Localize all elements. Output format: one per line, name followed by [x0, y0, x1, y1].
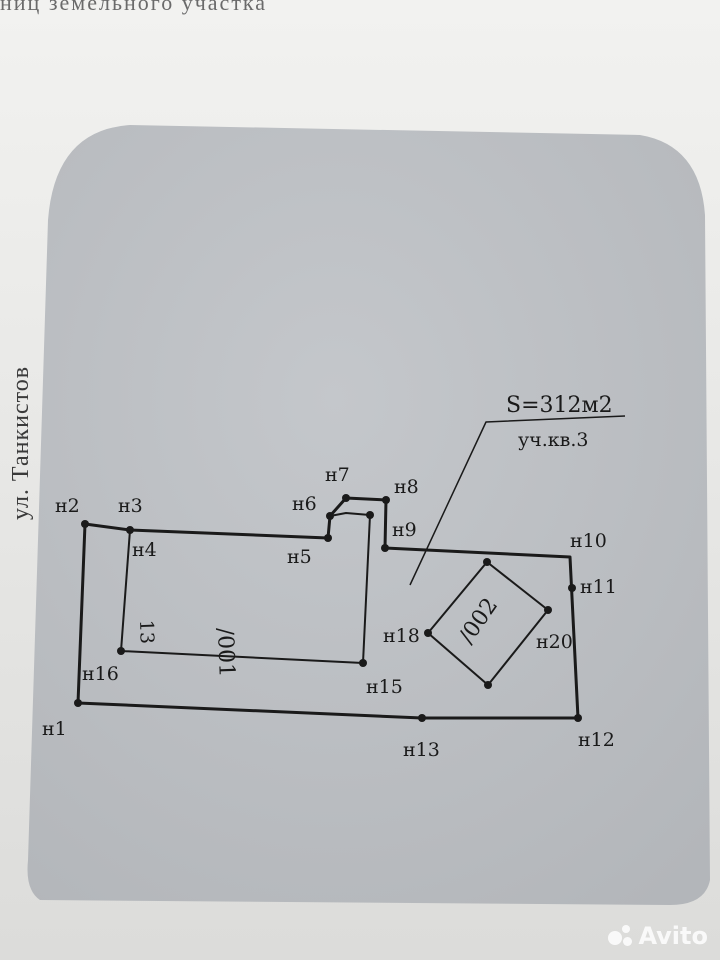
- point-marker-n3: [126, 526, 134, 534]
- point-label-n16: н16: [82, 663, 119, 685]
- point-label-n5: н5: [287, 546, 312, 568]
- parcel-label: уч.кв.3: [518, 429, 588, 451]
- area-value: S=312м2: [506, 393, 613, 418]
- outer-boundary: [76, 496, 580, 720]
- point-label-n18: н18: [383, 625, 420, 647]
- point-marker-n17: [366, 511, 374, 519]
- point-label-n20: н20: [536, 631, 573, 653]
- point-marker-n7: [342, 494, 350, 502]
- point-label-n12: н12: [578, 729, 615, 751]
- watermark-text: Avito: [638, 922, 708, 950]
- point-label-n15: н15: [366, 676, 403, 698]
- part-002-label: /002: [454, 594, 503, 649]
- point-marker-n6: [326, 512, 334, 520]
- point-marker-n9: [381, 544, 389, 552]
- point-marker-n8: [382, 496, 390, 504]
- point-marker-n5: [324, 534, 332, 542]
- point-label-n7: н7: [325, 464, 350, 486]
- point-marker-n16: [117, 647, 125, 655]
- avito-watermark: Avito: [608, 922, 708, 950]
- point-label-n2: н2: [55, 495, 80, 517]
- leader-line: [409, 415, 626, 586]
- point-label-n10: н10: [570, 530, 607, 552]
- point-label-n11: н11: [580, 576, 617, 598]
- part-001-label: /001: [212, 627, 239, 677]
- point-marker-n2: [81, 520, 89, 528]
- point-label-n6: н6: [292, 493, 317, 515]
- point-marker-n11: [568, 584, 576, 592]
- point-marker-n12: [574, 714, 582, 722]
- point-marker-n1: [74, 699, 82, 707]
- point-marker-n18: [424, 629, 432, 637]
- point-label-n3: н3: [118, 495, 143, 517]
- header-text: ниц земельного участка: [0, 0, 268, 15]
- point-label-n9: н9: [392, 519, 417, 541]
- point-label-n8: н8: [394, 476, 419, 498]
- dimension-13-label: 13: [135, 619, 158, 644]
- point-marker-d-top: [483, 558, 491, 566]
- point-marker-n20: [544, 606, 552, 614]
- point-marker-d-bottom: [484, 681, 492, 689]
- point-label-n4: н4: [132, 539, 157, 561]
- part-001-boundary: [120, 512, 371, 664]
- point-marker-n15: [359, 659, 367, 667]
- point-label-n1: н1: [42, 718, 67, 740]
- avito-logo-icon: [608, 923, 634, 949]
- point-marker-n13: [418, 714, 426, 722]
- point-label-n13: н13: [403, 739, 440, 761]
